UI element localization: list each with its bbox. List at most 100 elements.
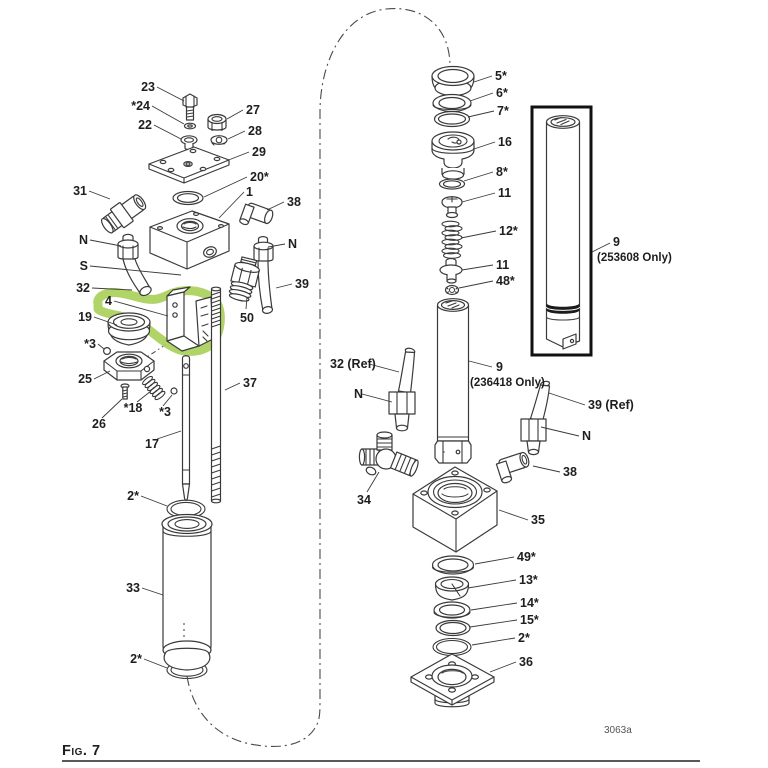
part-9-cylinder-236418: [434, 298, 472, 464]
part-34-tee-fitting: [358, 431, 419, 477]
callout-28: 28: [248, 124, 262, 138]
part-32-suction-tube: [117, 233, 152, 297]
part-23-bolt: [182, 93, 198, 121]
part-28-nut: [210, 135, 228, 146]
part-38-elbow-left: [239, 202, 274, 226]
callout-2-stack: 2*: [518, 631, 530, 645]
callout-5: 5*: [495, 69, 507, 83]
part-5-packing-cup: [431, 65, 475, 97]
callout-49: 49*: [517, 550, 536, 564]
callout-50: 50: [240, 311, 254, 325]
part-35-intake-housing: [412, 466, 498, 553]
callout-4: 4: [105, 294, 112, 308]
part-8-washer: [438, 178, 466, 190]
callout-23: 23: [141, 80, 155, 94]
callout-11-lower: 11: [496, 258, 509, 272]
callout-31: 31: [73, 184, 87, 198]
callout-27: 27: [246, 103, 260, 117]
callout-s: S: [80, 259, 88, 273]
callout-24: *24: [131, 99, 150, 113]
callout-13: 13*: [519, 573, 538, 587]
part-38-elbow-right: [495, 451, 530, 484]
callout-9-alt-note: (253608 Only): [597, 252, 672, 264]
callout-37: 37: [243, 376, 257, 390]
callout-22: 22: [138, 118, 152, 132]
part-16-piston: [431, 131, 475, 180]
part-18-spring: [142, 375, 166, 401]
part-39-return-tube: [253, 236, 274, 314]
part-31-elbow-fitting: [100, 194, 147, 234]
part-32-ref-tube: [388, 347, 416, 432]
part-1-pump-block: [149, 210, 230, 270]
callout-8: 8*: [496, 165, 508, 179]
figure-caption: Fig. 7: [62, 743, 101, 759]
callout-3-lower: *3: [159, 405, 171, 419]
part-17-displacement-rod: [181, 355, 191, 501]
callout-15: 15*: [520, 613, 539, 627]
callout-20: 20*: [250, 170, 269, 184]
part-20-gasket: [172, 190, 204, 206]
callout-48: 48*: [496, 274, 515, 288]
part-13-packing: [434, 576, 470, 601]
part-11-valve-lower: [439, 257, 463, 284]
callout-2-top: 2*: [127, 489, 139, 503]
part-2-oring-stack: [432, 637, 472, 657]
part-12-spring: [441, 220, 463, 259]
callout-6: 6*: [496, 86, 508, 100]
callout-19: 19: [78, 310, 92, 324]
callout-n-left: N: [79, 233, 88, 247]
callout-32-ref: 32 (Ref): [330, 357, 376, 371]
part-24-washer: [183, 122, 197, 130]
callout-17: 17: [145, 437, 159, 451]
part-25-packing-nut: [103, 351, 155, 381]
part-3-ball-lower: [170, 387, 178, 395]
callout-7: 7*: [497, 104, 509, 118]
drawing-number: 3063a: [604, 725, 632, 736]
callout-n-mid: N: [354, 387, 363, 401]
callout-39-ref: 39 (Ref): [588, 398, 634, 412]
part-14-ring: [433, 601, 471, 619]
callout-n-right2: N: [582, 429, 591, 443]
part-37-tie-rod: [210, 286, 222, 504]
callout-32: 32: [76, 281, 90, 295]
part-27-nut: [207, 113, 227, 132]
part-48-nut: [444, 284, 460, 296]
callout-38-right: 38: [563, 465, 577, 479]
part-29-plate: [148, 146, 230, 184]
callout-2-bottom: 2*: [130, 652, 142, 666]
part-6-gland: [432, 93, 472, 113]
part-33-cylinder: [161, 513, 213, 671]
callout-38-left: 38: [287, 195, 301, 209]
part-7-oring: [433, 110, 471, 128]
callout-9-main: 9: [496, 360, 503, 374]
leader-lines: [88, 75, 611, 673]
callout-35: 35: [531, 513, 545, 527]
part-49-ring: [431, 555, 475, 575]
callout-12: 12*: [499, 224, 518, 238]
part-50-nipple: [228, 256, 260, 302]
callout-11-upper: 11: [498, 186, 511, 200]
part-39-ref-tube: [520, 380, 551, 456]
callout-3-upper: *3: [84, 337, 96, 351]
assembly-centerline: [186, 8, 451, 747]
callout-25: 25: [78, 372, 92, 386]
callout-34: 34: [357, 493, 371, 507]
part-19-cup: [107, 312, 151, 346]
part-15-ring: [435, 619, 471, 637]
part-3-ball-upper: [102, 347, 111, 356]
callout-16: 16: [498, 135, 512, 149]
callout-n-right: N: [288, 237, 297, 251]
callout-9-main-note: (236418 Only): [470, 377, 545, 389]
callout-1: 1: [246, 185, 253, 199]
part-36-flange: [410, 653, 495, 708]
callout-9-alt: 9: [613, 235, 620, 249]
part-11-valve-upper: [441, 195, 463, 219]
callout-33: 33: [126, 581, 140, 595]
part-26-pin: [120, 383, 130, 400]
callout-36: 36: [519, 655, 533, 669]
callout-29: 29: [252, 145, 266, 159]
callout-39: 39: [295, 277, 309, 291]
callout-26: 26: [92, 417, 106, 431]
